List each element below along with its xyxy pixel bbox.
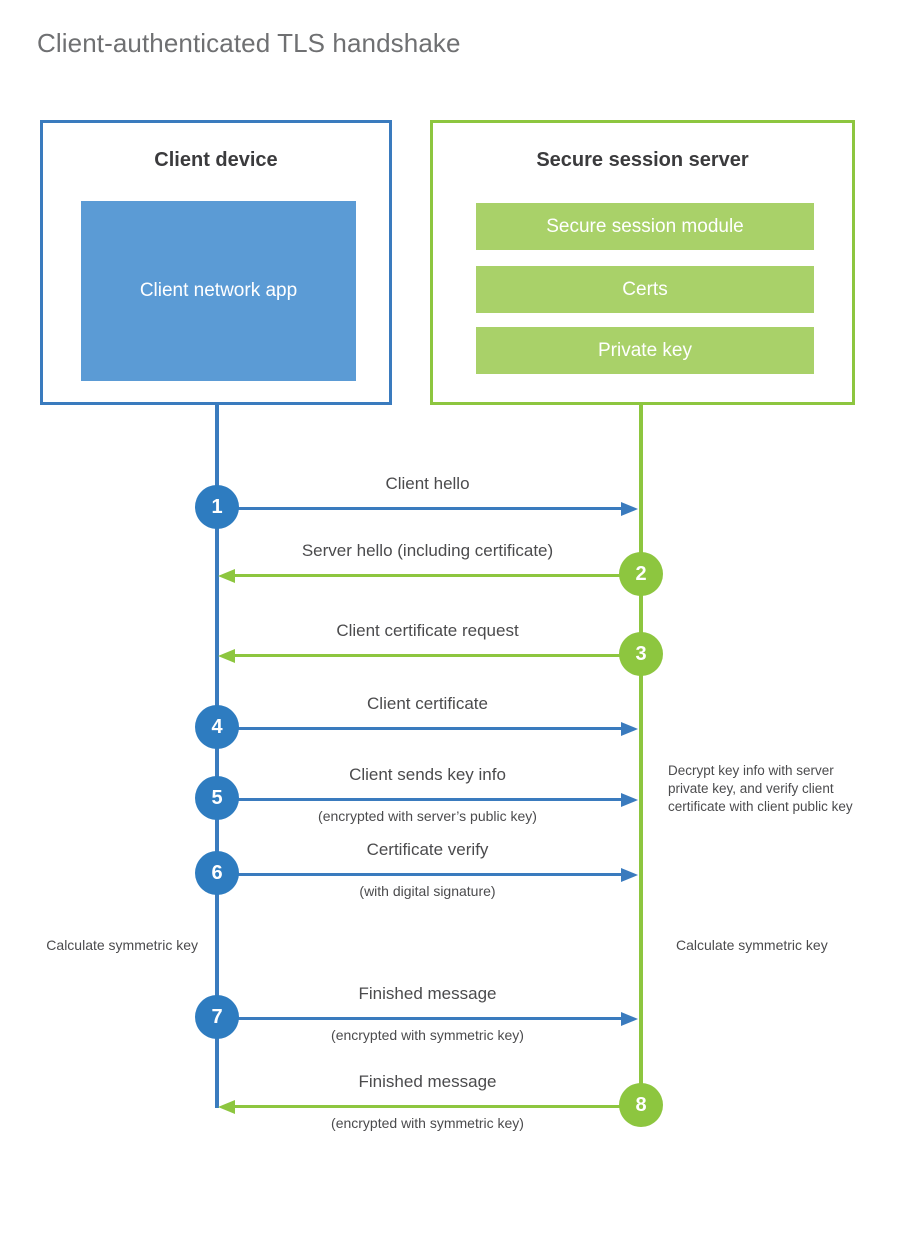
server-component-private-key: Private key bbox=[476, 327, 814, 374]
step-circle-7[interactable]: 7 bbox=[195, 995, 239, 1039]
arrow-line-5 bbox=[217, 798, 621, 801]
client-device-title: Client device bbox=[154, 149, 278, 171]
step-circle-1[interactable]: 1 bbox=[195, 485, 239, 529]
client-network-app-block: Client network app bbox=[81, 201, 356, 381]
server-component-secure-session-module: Secure session module bbox=[476, 203, 814, 250]
step-circle-3[interactable]: 3 bbox=[619, 632, 663, 676]
server-lifeline bbox=[639, 403, 643, 1105]
secure-session-server-box: Secure session server Secure session mod… bbox=[430, 120, 855, 405]
message-sublabel-8: (encrypted with symmetric key) bbox=[331, 1115, 524, 1131]
message-label-2: Server hello (including certificate) bbox=[301, 541, 554, 560]
secure-session-server-title: Secure session server bbox=[536, 149, 749, 171]
arrow-head-right-icon-1 bbox=[621, 501, 638, 516]
client-lifeline bbox=[215, 403, 219, 1108]
arrow-line-6 bbox=[217, 873, 621, 876]
message-label-6: Certificate verify bbox=[366, 840, 489, 859]
note-calculate-symmetric-key-client: Calculate symmetric key bbox=[46, 937, 198, 953]
arrow-head-right-icon-5 bbox=[621, 792, 638, 807]
server-component-certs: Certs bbox=[476, 266, 814, 313]
arrow-line-2 bbox=[228, 574, 633, 577]
message-sublabel-7: (encrypted with symmetric key) bbox=[331, 1027, 524, 1043]
arrow-line-4 bbox=[217, 727, 621, 730]
message-label-5: Client sends key info bbox=[349, 765, 506, 784]
arrow-line-8 bbox=[228, 1105, 633, 1108]
arrow-line-7 bbox=[217, 1017, 621, 1020]
step-circle-2[interactable]: 2 bbox=[619, 552, 663, 596]
arrow-head-left-icon-3 bbox=[218, 648, 235, 663]
arrow-head-left-icon-2 bbox=[218, 568, 235, 583]
client-device-box: Client device Client network app bbox=[40, 120, 392, 405]
message-label-8: Finished message bbox=[358, 1072, 497, 1091]
arrow-head-right-icon-6 bbox=[621, 867, 638, 882]
arrow-head-right-icon-7 bbox=[621, 1011, 638, 1026]
message-label-4: Client certificate bbox=[367, 694, 488, 713]
arrow-head-left-icon-8 bbox=[218, 1099, 235, 1114]
arrow-head-right-icon-4 bbox=[621, 721, 638, 736]
step-circle-4[interactable]: 4 bbox=[195, 705, 239, 749]
note-calculate-symmetric-key-server: Calculate symmetric key bbox=[676, 937, 828, 953]
step-circle-8[interactable]: 8 bbox=[619, 1083, 663, 1127]
message-sublabel-5: (encrypted with server’s public key) bbox=[318, 808, 537, 824]
arrow-line-3 bbox=[228, 654, 633, 657]
note-decrypt-key-info: Decrypt key info with server private key… bbox=[668, 763, 853, 814]
message-label-1: Client hello bbox=[385, 474, 470, 493]
page-title: Client-authenticated TLS handshake bbox=[37, 28, 461, 58]
message-label-7: Finished message bbox=[358, 984, 497, 1003]
arrow-line-1 bbox=[217, 507, 621, 510]
step-circle-5[interactable]: 5 bbox=[195, 776, 239, 820]
message-label-3: Client certificate request bbox=[336, 621, 519, 640]
message-sublabel-6: (with digital signature) bbox=[359, 883, 496, 899]
step-circle-6[interactable]: 6 bbox=[195, 851, 239, 895]
